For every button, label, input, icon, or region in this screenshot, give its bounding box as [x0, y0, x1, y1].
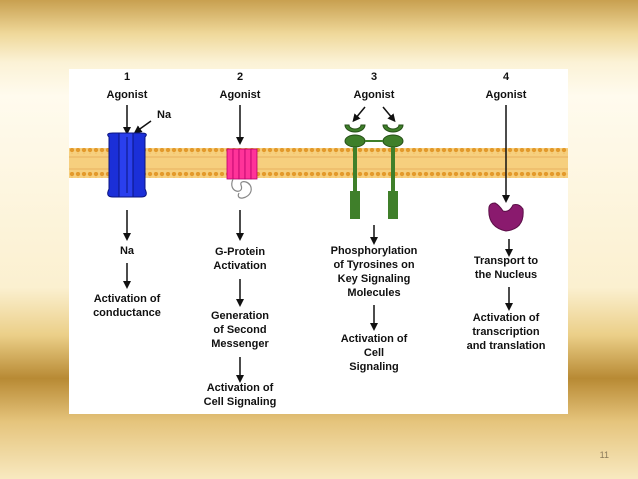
col4-step-transport-line2: the Nucleus — [475, 269, 537, 281]
cell-membrane — [69, 148, 568, 178]
slide-page-number: 11 — [599, 450, 609, 460]
col2-step-messenger-line1: Generation — [211, 310, 269, 322]
col1-agonist-label: Agonist — [107, 89, 148, 101]
col2-step-signaling-line2: Cell Signaling — [204, 396, 277, 408]
col3-step-signaling-line2: Cell — [364, 347, 384, 359]
col4-agonist-label: Agonist — [486, 89, 527, 101]
col4-step-transcription-line3: and translation — [467, 340, 546, 352]
col3-agonist-arrow-left — [352, 106, 366, 123]
col1-number: 1 — [124, 71, 130, 83]
col4-step-transport-line1: Transport to — [474, 255, 538, 267]
col2-number: 2 — [237, 71, 243, 83]
col2-agonist-label: Agonist — [220, 89, 261, 101]
receptor-types-diagram: 1 Agonist Na Na Activation of conductanc… — [69, 69, 568, 414]
col2-step-gprotein-line2: Activation — [213, 260, 266, 272]
col3-step-phospho-line1: Phosphorylation — [331, 245, 418, 257]
col2-step-gprotein-line1: G-Protein — [215, 246, 265, 258]
col2-step-messenger-line2: of Second — [213, 324, 266, 336]
col1-na-arrow — [133, 120, 152, 134]
col4-number: 4 — [503, 71, 510, 83]
col3-step-signaling-line1: Activation of — [341, 333, 408, 345]
col2-step-messenger-line3: Messenger — [211, 338, 269, 350]
tyrosine-kinase-receptor-icon — [344, 124, 404, 219]
col1-ion-label: Na — [157, 109, 172, 121]
col3-step-phospho-line4: Molecules — [347, 287, 400, 299]
col3-number: 3 — [371, 71, 377, 83]
col3-step-phospho-line2: of Tyrosines on — [333, 259, 414, 271]
col3-agonist-arrow-right — [382, 106, 396, 123]
col2-step-signaling-line1: Activation of — [207, 382, 274, 394]
col3-step-signaling-line3: Signaling — [349, 361, 399, 373]
ion-channel-icon — [107, 132, 147, 198]
col3-step-phospho-line3: Key Signaling — [338, 273, 411, 285]
col1-step-activation-line2: conductance — [93, 307, 161, 319]
intracellular-receptor-icon — [488, 202, 524, 232]
col1-step-activation-line1: Activation of — [94, 293, 161, 305]
col4-step-transcription-line2: transcription — [472, 326, 540, 338]
col1-step-ion: Na — [120, 245, 135, 257]
g-protein-receptor-icon — [226, 148, 258, 199]
col4-step-transcription-line1: Activation of — [473, 312, 540, 324]
col3-agonist-label: Agonist — [354, 89, 395, 101]
